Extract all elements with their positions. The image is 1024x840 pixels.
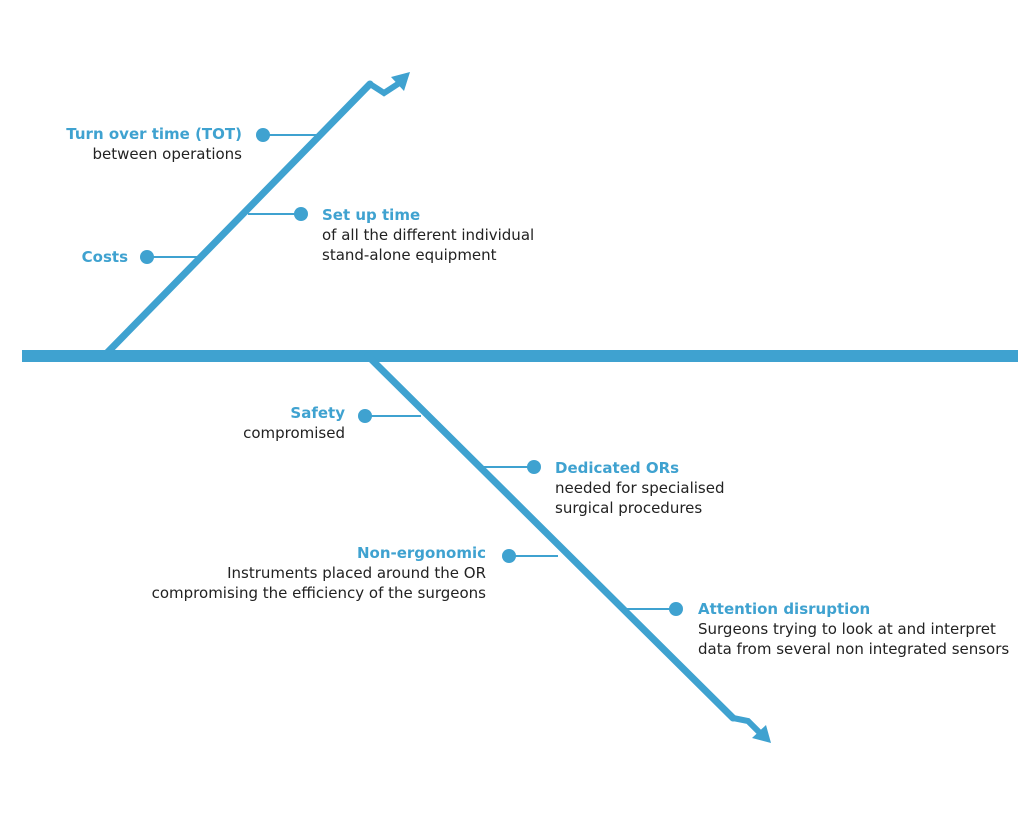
node-setup-desc-line-2: stand-alone equipment <box>322 246 497 264</box>
node-costs-title: Costs <box>81 248 128 266</box>
lower-bone <box>364 352 737 722</box>
node-safety-label: Safety compromised <box>243 403 345 443</box>
node-attention-dot-icon <box>669 602 683 616</box>
node-ergonomic-desc-line-1: Instruments placed around the OR <box>227 564 486 582</box>
node-tot-connector <box>256 128 318 142</box>
node-attention-label: Attention disruption Surgeons trying to … <box>698 599 1009 659</box>
node-setup-dot-icon <box>294 207 308 221</box>
node-attention-desc-line-2: data from several non integrated sensors <box>698 640 1010 658</box>
node-setup-label: Set up time of all the different individ… <box>322 205 534 265</box>
node-ergonomic-dot-icon <box>502 549 516 563</box>
node-ergonomic-label: Non-ergonomic Instruments placed around … <box>152 543 486 603</box>
lower-arrow-head-icon <box>752 725 771 743</box>
upper-bone <box>100 80 374 360</box>
node-tot-dot-icon <box>256 128 270 142</box>
node-ergonomic-title: Non-ergonomic <box>356 544 486 562</box>
node-tot-desc: between operations <box>92 145 242 163</box>
node-setup-desc-line-1: of all the different individual <box>322 226 535 244</box>
node-dedicated-title: Dedicated ORs <box>555 459 680 477</box>
node-ergonomic-desc-line-2: compromising the efficiency of the surge… <box>151 584 486 602</box>
node-tot-label: Turn over time (TOT) between operations <box>66 124 242 164</box>
node-safety-title: Safety <box>290 404 345 422</box>
node-costs-label: Costs <box>82 247 128 267</box>
node-costs-dot-icon <box>140 250 154 264</box>
node-ergonomic-connector <box>502 549 558 563</box>
node-attention-connector <box>620 602 683 616</box>
node-safety-desc: compromised <box>243 424 345 442</box>
upper-arrow-head-icon <box>391 72 410 91</box>
node-dedicated-connector <box>478 460 541 474</box>
node-dedicated-desc-line-2: surgical procedures <box>555 499 703 517</box>
node-costs-connector <box>140 250 198 264</box>
node-dedicated-desc-line-1: needed for specialised <box>555 479 725 497</box>
node-dedicated-label: Dedicated ORs needed for specialised sur… <box>555 458 724 518</box>
node-attention-desc-line-1: Surgeons trying to look at and interpret <box>698 620 996 638</box>
node-safety-dot-icon <box>358 409 372 423</box>
node-setup-connector <box>248 207 308 221</box>
node-setup-title: Set up time <box>322 206 421 224</box>
node-attention-title: Attention disruption <box>698 600 871 618</box>
lower-bone-arrow-zigzag <box>732 715 764 737</box>
upper-bone-arrow-zigzag <box>368 77 406 97</box>
node-tot-title: Turn over time (TOT) <box>66 125 242 143</box>
node-safety-connector <box>358 409 421 423</box>
node-dedicated-dot-icon <box>527 460 541 474</box>
